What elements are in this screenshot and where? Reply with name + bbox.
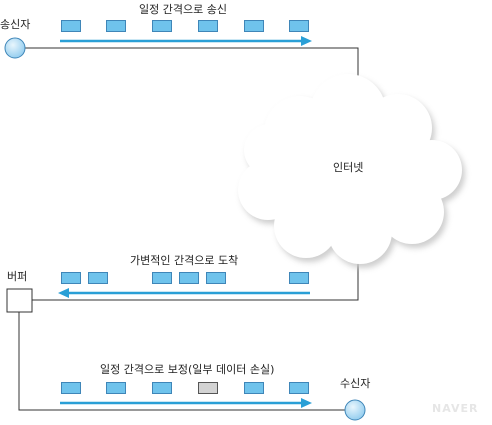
packet: [106, 20, 126, 32]
packet: [152, 20, 172, 32]
internet-cloud: [238, 74, 465, 268]
packet: [206, 272, 226, 284]
packet: [179, 272, 199, 284]
arrive-caption: 가변적인 간격으로 도착: [130, 254, 239, 267]
packet: [289, 20, 309, 32]
packet: [152, 382, 172, 394]
buffer-label: 버퍼: [7, 270, 28, 283]
send-arrow: [60, 36, 312, 46]
buffer-box: [6, 288, 33, 313]
send-caption: 일정 간격으로 송신: [139, 3, 227, 16]
packet: [289, 382, 309, 394]
sender-label: 송신자: [0, 18, 31, 31]
packet: [244, 20, 264, 32]
packet: [106, 382, 126, 394]
packet: [289, 272, 309, 284]
lost-packet: [198, 382, 218, 394]
packet: [88, 272, 108, 284]
packet: [152, 272, 172, 284]
receiver-node: [344, 399, 366, 421]
packet: [61, 382, 81, 394]
packet: [61, 20, 81, 32]
watermark-logo: NAVER: [432, 402, 479, 415]
play-caption: 일정 간격으로 보정(일부 데이터 손실): [100, 363, 275, 376]
packet: [198, 20, 218, 32]
packet: [244, 382, 264, 394]
play-arrow: [60, 398, 312, 408]
internet-label: 인터넷: [333, 161, 364, 174]
sender-node: [4, 37, 26, 59]
packet: [61, 272, 81, 284]
receiver-label: 수신자: [340, 377, 371, 390]
arrive-arrow: [58, 288, 310, 298]
sender-to-internet-line: [24, 47, 359, 100]
buffer-to-receiver-line: [18, 312, 345, 411]
